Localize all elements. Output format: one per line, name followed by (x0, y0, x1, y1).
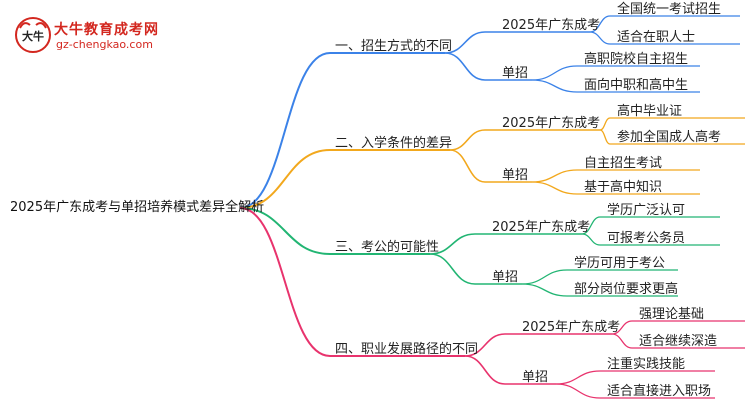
link-leaf-2-1-2 (599, 129, 745, 145)
link-leaf-2-2-1 (531, 169, 700, 183)
leaf-1-1-1: 全国统一考试招生 (617, 2, 722, 17)
branch-1-label: 一、招生方式的不同 (335, 39, 453, 54)
link-leaf-1-1-1 (589, 15, 740, 33)
leaf-4-1-1: 强理论基础 (639, 307, 705, 322)
link-branch-4-sub-1 (464, 333, 612, 357)
bull-logo-icon: 大牛 (15, 17, 51, 53)
link-leaf-1-2-2 (531, 79, 700, 93)
leaf-1-1-2: 适合在职人士 (617, 30, 696, 45)
link-leaf-3-2-2 (521, 283, 678, 297)
logo: 大牛 大牛教育成考网 gz-chengkao.com (14, 16, 204, 56)
leaf-2-1-2: 参加全国成人高考 (617, 130, 722, 145)
logo-url: gz-chengkao.com (56, 38, 153, 51)
logo-mark-text: 大牛 (22, 29, 44, 43)
link-leaf-4-1-2 (611, 333, 745, 349)
branch-4-label: 四、职业发展路径的不同 (335, 342, 479, 357)
branch-3-label: 三、考公的可能性 (335, 240, 440, 255)
branch-1-sub-2: 单招 (502, 66, 529, 81)
leaf-3-2-2: 部分岗位要求更高 (574, 282, 679, 297)
link-branch-2-sub-1 (449, 129, 600, 151)
leaf-4-1-2: 适合继续深造 (639, 334, 718, 349)
branch-3-sub-1: 2025年广东成考 (492, 220, 591, 235)
logo-title: 大牛教育成考网 (54, 22, 159, 38)
link-branch-1-sub-1 (444, 31, 590, 54)
link-leaf-1-2-1 (531, 65, 700, 81)
branch-1-sub-1: 2025年广东成考 (502, 18, 601, 33)
link-leaf-4-2-1 (555, 370, 715, 385)
branch-3-sub-2: 单招 (492, 270, 519, 285)
link-branch-3-sub-2 (429, 253, 522, 285)
link-leaf-1-1-2 (589, 31, 740, 45)
link-root-branch-1 (239, 52, 445, 209)
leaf-4-2-1: 注重实践技能 (607, 357, 686, 372)
link-leaf-2-1-1 (599, 117, 745, 131)
branch-2-sub-2: 单招 (502, 168, 529, 183)
link-branch-2-sub-2 (449, 149, 532, 183)
branch-2-label: 二、入学条件的差异 (335, 136, 453, 151)
leaf-4-2-2: 适合直接进入职场 (607, 384, 712, 399)
link-leaf-3-1-2 (581, 233, 720, 246)
leaf-2-2-1: 自主招生考试 (584, 156, 663, 171)
link-root-branch-2 (239, 149, 450, 209)
leaf-1-2-1: 高职院校自主招生 (584, 52, 689, 67)
link-branch-1-sub-2 (444, 52, 532, 81)
root-topic: 2025年广东成考与单招培养模式差异全解析 (10, 200, 265, 215)
link-leaf-3-2-1 (521, 269, 678, 285)
link-root-branch-4 (239, 207, 465, 357)
leaf-1-2-2: 面向中职和高中生 (584, 78, 689, 93)
leaf-3-2-1: 学历可用于考公 (574, 256, 666, 271)
link-leaf-4-2-2 (555, 383, 715, 399)
link-branch-4-sub-2 (464, 355, 556, 385)
leaf-2-2-2: 基于高中知识 (584, 180, 663, 195)
leaf-3-1-2: 可报考公务员 (607, 231, 686, 246)
link-leaf-4-1-1 (611, 320, 745, 335)
link-leaf-2-2-2 (531, 181, 700, 195)
leaf-3-1-1: 学历广泛认可 (607, 203, 686, 218)
link-branch-3-sub-1 (429, 233, 582, 255)
branch-2-sub-1: 2025年广东成考 (502, 116, 601, 131)
link-root-branch-3 (239, 207, 430, 255)
branch-4-sub-2: 单招 (522, 370, 549, 385)
branch-4-sub-1: 2025年广东成考 (522, 320, 621, 335)
leaf-2-1-1: 高中毕业证 (617, 104, 683, 119)
link-leaf-3-1-1 (581, 216, 720, 235)
